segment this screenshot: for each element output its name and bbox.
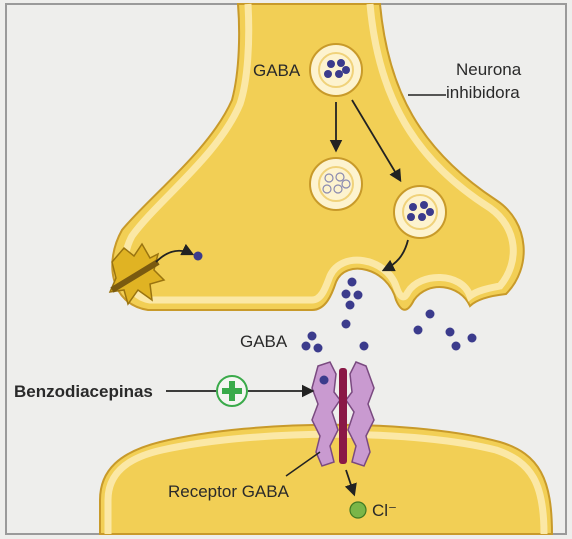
gaba-molecule [314, 344, 323, 353]
gaba-molecule [426, 208, 434, 216]
gaba-molecule [342, 320, 351, 329]
vesicle-empty [310, 158, 362, 210]
gaba-molecule [342, 66, 350, 74]
gaba-molecule [335, 70, 343, 78]
plus-icon [217, 376, 247, 406]
gaba-molecule [346, 301, 355, 310]
label-gaba-cleft: GABA [240, 332, 288, 351]
gaba-molecule [452, 342, 461, 351]
label-gaba-vesicle: GABA [253, 61, 301, 80]
label-chloride: Cl⁻ [372, 501, 397, 520]
vesicle-full-right [394, 186, 446, 238]
gaba-molecule [414, 326, 423, 335]
gaba-molecule [446, 328, 455, 337]
gaba-molecule [354, 291, 363, 300]
gaba-receptor-icon [312, 362, 374, 466]
gaba-molecule [420, 201, 428, 209]
gaba-molecule [342, 290, 351, 299]
chloride-ion [350, 502, 366, 518]
gaba-molecule [407, 213, 415, 221]
gaba-molecule [418, 213, 426, 221]
gaba-molecule [360, 342, 369, 351]
gaba-molecule [337, 59, 345, 67]
label-receptor-gaba: Receptor GABA [168, 482, 290, 501]
gaba-molecule [194, 252, 203, 261]
gaba-molecule [409, 203, 417, 211]
gaba-molecule [426, 310, 435, 319]
gaba-molecule [320, 376, 329, 385]
label-neuron-line2: inhibidora [446, 83, 520, 102]
gaba-molecule [327, 60, 335, 68]
gaba-molecule [302, 342, 311, 351]
gaba-molecule [308, 332, 317, 341]
vesicle-full-top [310, 44, 362, 96]
label-neuron-line1: Neurona [456, 60, 522, 79]
gaba-molecule [324, 70, 332, 78]
gaba-molecule [348, 278, 357, 287]
gaba-molecule [468, 334, 477, 343]
label-benzodiazepines: Benzodiacepinas [14, 382, 153, 401]
